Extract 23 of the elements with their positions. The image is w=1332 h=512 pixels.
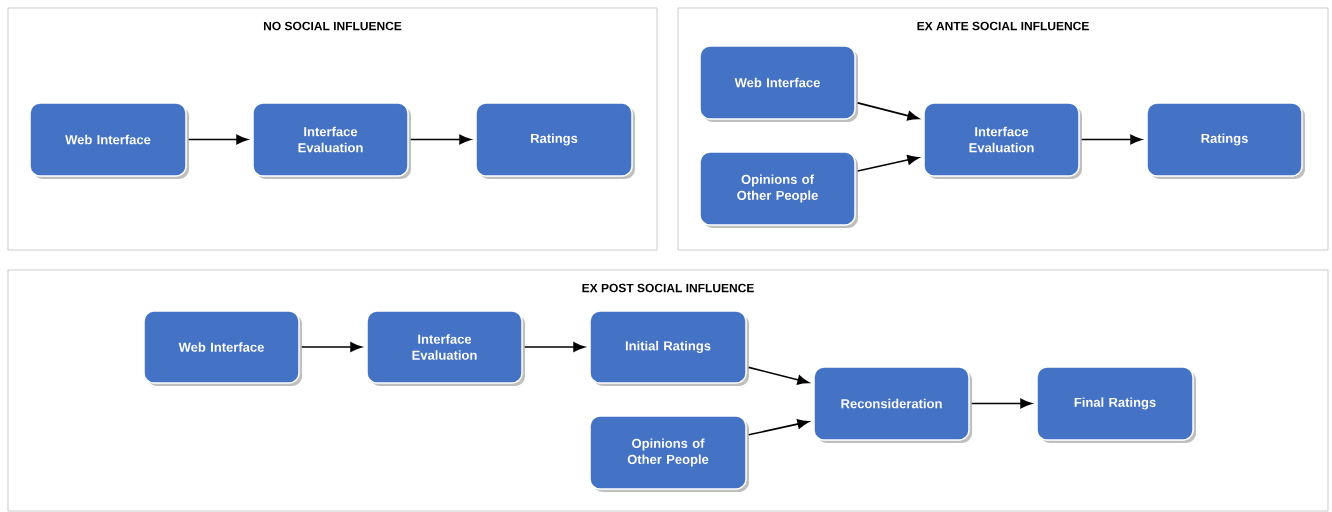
arrow — [856, 102, 920, 121]
arrow — [409, 134, 471, 145]
process-box: Web Interface — [29, 102, 189, 179]
arrow — [747, 366, 810, 385]
process-box: Interface Evaluation — [923, 102, 1082, 179]
arrow — [970, 398, 1032, 409]
process-box: Ratings — [1146, 102, 1305, 179]
process-box: Final Ratings — [1036, 366, 1196, 443]
process-box: Opinions of Other People — [589, 415, 749, 492]
process-box: Web Interface — [143, 310, 302, 386]
arrow — [187, 134, 248, 145]
arrow — [1080, 134, 1142, 145]
arrow — [856, 155, 919, 172]
process-box: Ratings — [475, 102, 635, 179]
arrow — [747, 419, 809, 436]
arrow — [300, 342, 362, 352]
process-box: Opinions of Other People — [699, 151, 858, 228]
arrow — [523, 342, 585, 352]
process-box: Initial Ratings — [589, 310, 749, 386]
process-box: Interface Evaluation — [252, 102, 411, 179]
process-box: Web Interface — [699, 45, 858, 122]
process-box: Interface Evaluation — [366, 310, 525, 386]
process-box: Reconsideration — [813, 366, 972, 443]
